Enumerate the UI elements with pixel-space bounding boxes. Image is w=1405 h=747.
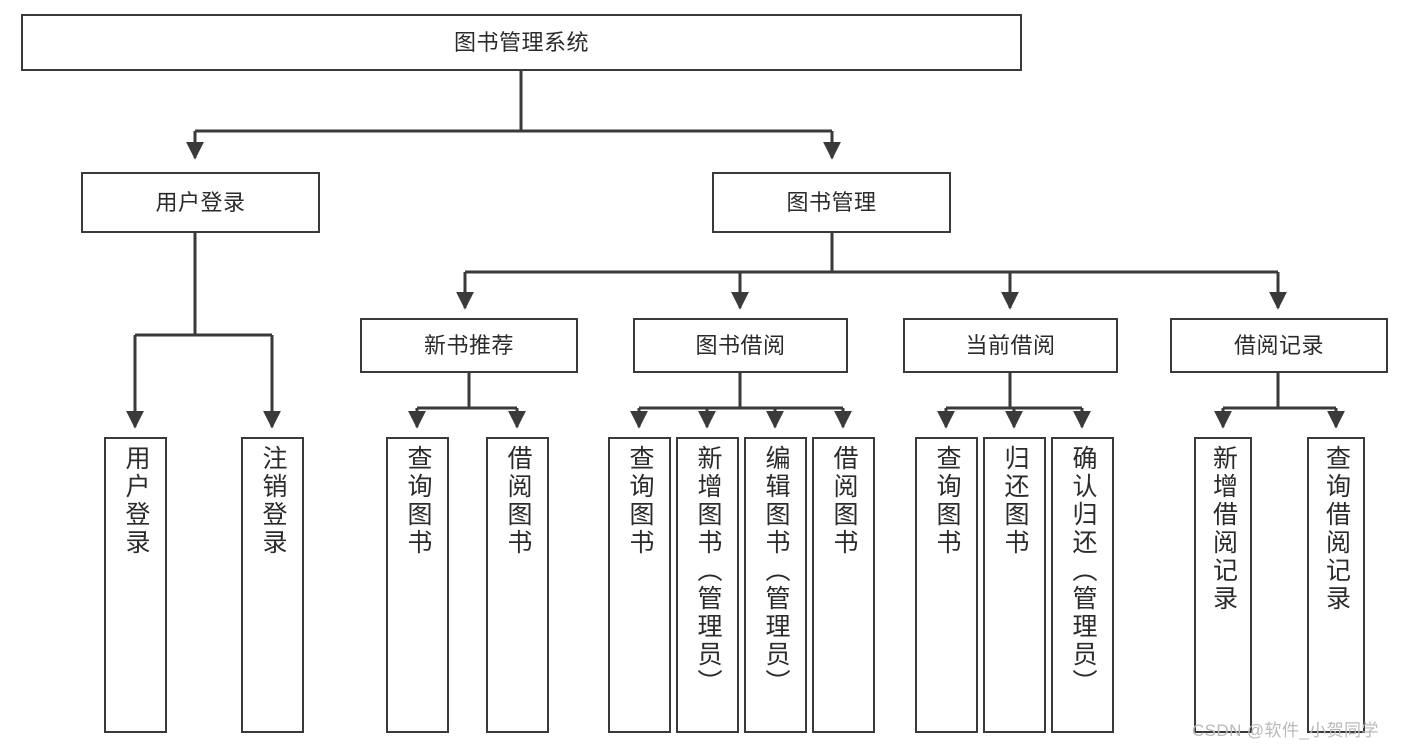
node-leaf-add-book-label: 新增图书（管理员） bbox=[694, 445, 722, 697]
node-leaf-user-login[interactable]: 用户登录 bbox=[104, 437, 167, 733]
node-leaf-return-book[interactable]: 归还图书 bbox=[983, 437, 1046, 733]
node-leaf-edit-book[interactable]: 编辑图书（管理员） bbox=[744, 437, 807, 733]
node-root-label: 图书管理系统 bbox=[453, 29, 589, 55]
node-leaf-query-record[interactable]: 查询借阅记录 bbox=[1307, 437, 1365, 733]
node-leaf-query-book-2[interactable]: 查询图书 bbox=[608, 437, 671, 733]
node-borrow-record[interactable]: 借阅记录 bbox=[1170, 318, 1388, 373]
node-leaf-borrow-book-2[interactable]: 借阅图书 bbox=[812, 437, 875, 733]
node-leaf-query-book-3[interactable]: 查询图书 bbox=[915, 437, 978, 733]
node-leaf-user-logout[interactable]: 注销登录 bbox=[241, 437, 304, 733]
node-leaf-edit-book-label: 编辑图书（管理员） bbox=[762, 445, 790, 697]
node-leaf-borrow-book-1[interactable]: 借阅图书 bbox=[486, 437, 549, 733]
node-leaf-user-login-label: 用户登录 bbox=[122, 445, 150, 557]
node-leaf-return-book-label: 归还图书 bbox=[1001, 445, 1029, 557]
node-user-login-label: 用户登录 bbox=[155, 189, 246, 215]
watermark: CSDN @软件_小贺同学 bbox=[1192, 716, 1379, 741]
node-leaf-query-book-1-label: 查询图书 bbox=[404, 445, 432, 557]
node-leaf-query-book-2-label: 查询图书 bbox=[626, 445, 654, 557]
node-new-book-recommend-label: 新书推荐 bbox=[423, 332, 514, 358]
node-current-borrow[interactable]: 当前借阅 bbox=[903, 318, 1118, 373]
node-book-manage-label: 图书管理 bbox=[786, 189, 877, 215]
node-leaf-borrow-book-1-label: 借阅图书 bbox=[504, 445, 532, 557]
watermark-text: CSDN @软件_小贺同学 bbox=[1192, 721, 1379, 740]
node-leaf-add-book[interactable]: 新增图书（管理员） bbox=[676, 437, 739, 733]
node-borrow-record-label: 借阅记录 bbox=[1233, 332, 1324, 358]
node-leaf-user-logout-label: 注销登录 bbox=[259, 445, 287, 557]
node-leaf-confirm-return-label: 确认归还（管理员） bbox=[1069, 445, 1097, 697]
node-new-book-recommend[interactable]: 新书推荐 bbox=[360, 318, 578, 373]
node-leaf-query-book-3-label: 查询图书 bbox=[933, 445, 961, 557]
node-book-manage[interactable]: 图书管理 bbox=[712, 172, 951, 233]
node-current-borrow-label: 当前借阅 bbox=[965, 332, 1056, 358]
node-leaf-query-book-1[interactable]: 查询图书 bbox=[386, 437, 449, 733]
node-leaf-add-record-label: 新增借阅记录 bbox=[1209, 445, 1238, 613]
node-book-borrow-label: 图书借阅 bbox=[695, 332, 786, 358]
node-book-borrow[interactable]: 图书借阅 bbox=[633, 318, 848, 373]
node-leaf-query-record-label: 查询借阅记录 bbox=[1322, 445, 1351, 613]
node-leaf-borrow-book-2-label: 借阅图书 bbox=[830, 445, 858, 557]
node-leaf-add-record[interactable]: 新增借阅记录 bbox=[1194, 437, 1252, 733]
node-leaf-confirm-return[interactable]: 确认归还（管理员） bbox=[1051, 437, 1114, 733]
node-user-login[interactable]: 用户登录 bbox=[81, 172, 320, 233]
node-root[interactable]: 图书管理系统 bbox=[21, 14, 1022, 71]
